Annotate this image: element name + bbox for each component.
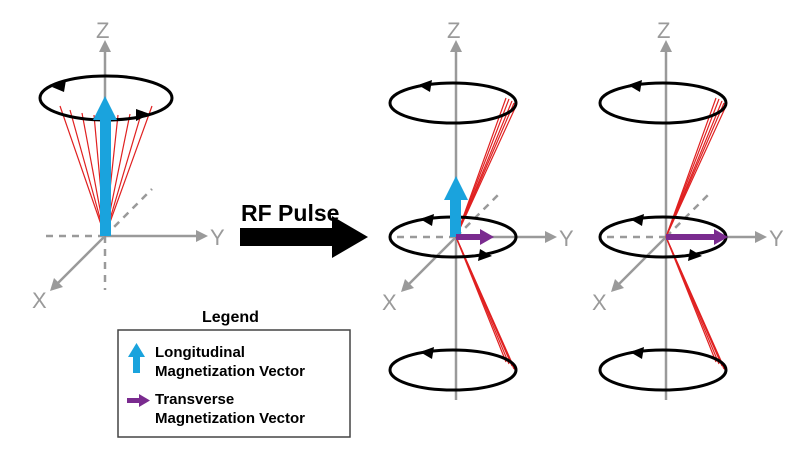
legend-longitudinal-line2: Magnetization Vector [155,363,305,380]
orbit-arrowhead-icon [478,249,492,261]
orbit-arrowhead-icon [418,80,432,92]
orbit-bottom-3 [598,348,728,392]
rf-pulse-arrow: RF Pulse [240,200,368,258]
legend-longitudinal-line1: Longitudinal [155,344,245,361]
orbit-arrowhead-icon [420,347,434,359]
legend-title: Legend [202,309,259,326]
axis-label-z: Z [657,18,670,43]
orbit-top-3 [598,81,728,125]
legend-transverse-icon [127,394,150,407]
orbit-arrowhead-icon [52,80,66,92]
longitudinal-vector-1 [93,96,117,236]
orbit-arrowhead-icon [420,214,434,226]
axis-label-y: Y [769,226,784,251]
orbit-top-2 [388,81,518,125]
orbit-bottom-2 [388,348,518,392]
axis-label-z: Z [447,18,460,43]
legend-box [117,329,351,438]
axis-label-z: Z [96,18,109,43]
orbit-arrowhead-icon [630,214,644,226]
transverse-vector-3 [666,229,728,245]
orbit-arrowhead-icon [630,347,644,359]
orbit-arrowhead-icon [688,249,702,261]
longitudinal-vector-2 [444,176,468,237]
axis-label-x: X [32,288,47,313]
legend-longitudinal-icon [128,343,145,373]
precessing-spins-2 [455,97,517,373]
axis-label-y: Y [210,225,225,250]
orbit-arrowhead-icon [136,109,150,121]
panel-after-full: Z Y X [592,18,784,400]
transverse-vector-2 [456,229,494,245]
orbit-arrowhead-icon [628,80,642,92]
panel-after-partial: Z Y X [382,18,574,400]
legend: Legend Longitudinal Magnetization Vector… [117,309,351,438]
panel-before: Z Y X [32,18,225,313]
axis-label-y: Y [559,226,574,251]
rf-pulse-label: RF Pulse [241,200,339,226]
legend-transverse-line1: Transverse [155,391,234,408]
axis-label-x: X [382,290,397,315]
legend-transverse-line2: Magnetization Vector [155,410,305,427]
axis-label-x: X [592,290,607,315]
